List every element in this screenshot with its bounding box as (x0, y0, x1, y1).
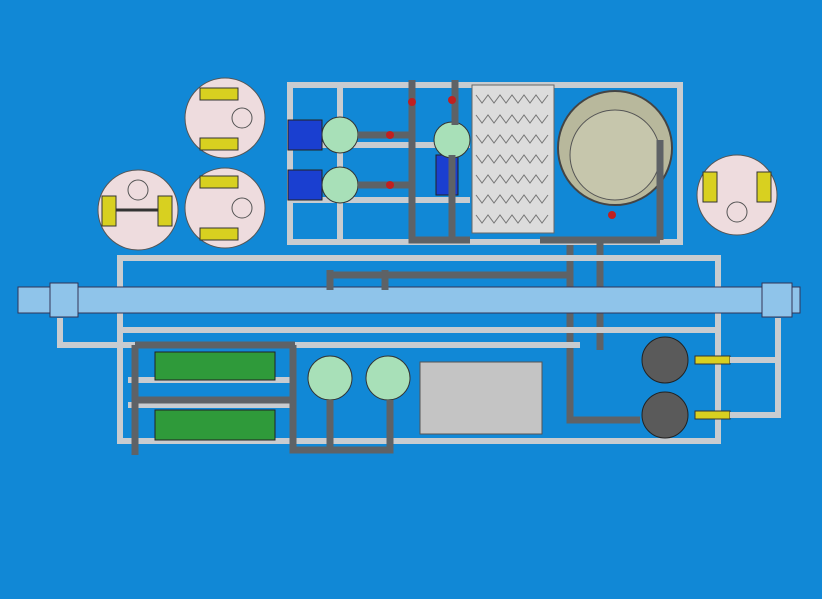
pressure-vessel-mid-left (184, 167, 266, 249)
storage-tank (557, 90, 673, 206)
pressure-vessel-right (696, 154, 778, 236)
upper-valves (386, 96, 616, 219)
inlet-line (57, 318, 580, 348)
pressure-vessel-far-left (97, 169, 179, 251)
booster-pumps (289, 345, 411, 454)
motor-pumps-upper (287, 116, 471, 204)
pressure-vessel-top-left (184, 77, 266, 159)
high-pressure-pumps (641, 318, 781, 439)
cartridge-filters (131, 341, 295, 455)
control-box (419, 361, 543, 435)
pipe-end-cap-right (761, 282, 793, 318)
mesh-pattern (475, 94, 549, 224)
mesh-filter-panel (471, 84, 555, 234)
main-membrane-pipe (17, 286, 801, 314)
pipe-end-cap-left (49, 282, 79, 318)
upper-header-pipe (326, 270, 570, 290)
